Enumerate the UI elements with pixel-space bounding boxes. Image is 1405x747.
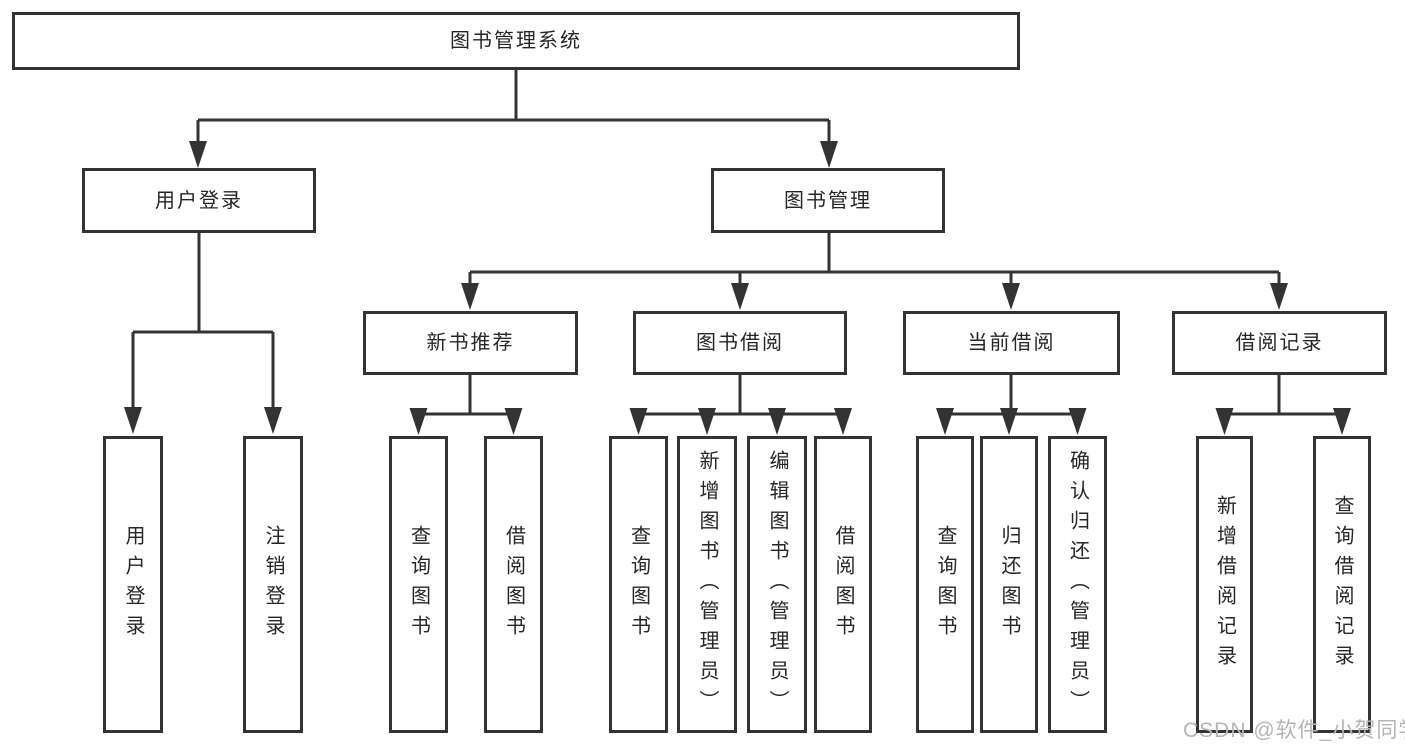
watermark: CSDN @软件_小贺同学 <box>1183 719 1405 742</box>
leaf-confirm-return-admin: 确认归还（管理员） <box>1048 436 1107 733</box>
node-root: 图书管理系统 <box>12 12 1020 70</box>
node-new-book-recommend: 新书推荐 <box>363 311 578 375</box>
leaf-query-book-3: 查询图书 <box>916 436 974 733</box>
node-user-login: 用户登录 <box>82 168 316 233</box>
leaf-query-book-1: 查询图书 <box>389 436 448 733</box>
leaf-add-borrow-record: 新增借阅记录 <box>1196 436 1253 733</box>
leaf-logout: 注销登录 <box>243 436 303 733</box>
leaf-query-borrow-record: 查询借阅记录 <box>1313 436 1371 733</box>
leaf-borrow-book-1: 借阅图书 <box>484 436 543 733</box>
leaf-return-book: 归还图书 <box>980 436 1038 733</box>
node-borrow-records: 借阅记录 <box>1172 311 1387 375</box>
leaf-edit-book-admin: 编辑图书（管理员） <box>747 436 807 733</box>
arrowhead-icons <box>124 141 1351 435</box>
node-current-borrow: 当前借阅 <box>903 311 1120 375</box>
leaf-user-login: 用户登录 <box>103 436 163 733</box>
leaf-borrow-book-2: 借阅图书 <box>814 436 872 733</box>
node-book-borrow: 图书借阅 <box>633 311 847 375</box>
node-book-management: 图书管理 <box>711 168 945 233</box>
leaf-add-book-admin: 新增图书（管理员） <box>677 436 737 733</box>
leaf-query-book-2: 查询图书 <box>609 436 668 733</box>
